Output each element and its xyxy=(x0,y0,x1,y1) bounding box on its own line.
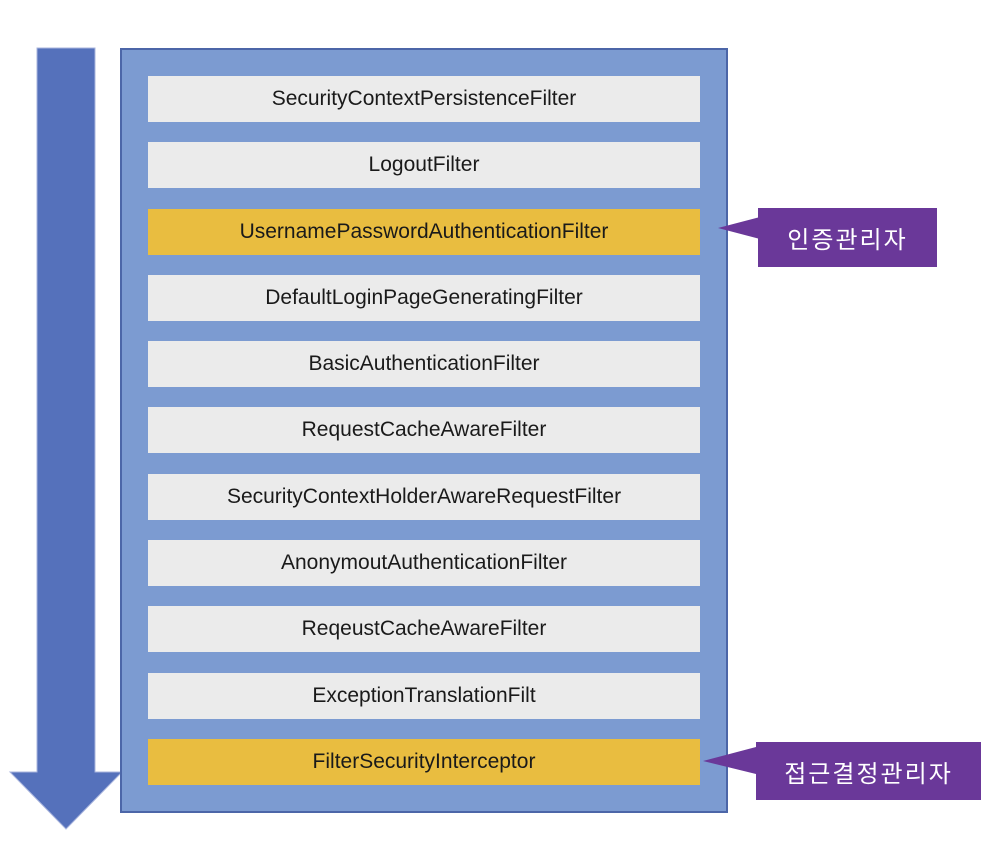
flow-down-arrow-icon xyxy=(8,47,124,830)
filter-label: SecurityContextHolderAwareRequestFilter xyxy=(226,484,622,508)
callout-pointer-auth-manager xyxy=(718,217,760,239)
callout-auth-manager: 인증관리자 xyxy=(758,208,937,267)
filter-row: SecurityContextHolderAwareRequestFilter xyxy=(148,473,700,520)
callout-auth-manager-label: 인증관리자 xyxy=(787,227,908,254)
filter-label: AnonymoutAuthenticationFilter xyxy=(281,551,567,575)
filter-label: ExceptionTranslationFilt xyxy=(312,683,536,707)
filter-label: DefaultLoginPageGeneratingFilter xyxy=(265,285,583,309)
filter-row: RequestCacheAwareFilter xyxy=(148,407,700,454)
filter-label: SecurityContextPersistenceFilter xyxy=(271,87,577,110)
filter-label: UsernamePasswordAuthenticationFilter xyxy=(239,219,609,243)
filter-label: ReqeustCacheAwareFilter xyxy=(301,617,547,641)
filter-row: UsernamePasswordAuthenticationFilter xyxy=(148,208,700,255)
callout-pointer-access-decision-manager xyxy=(703,747,756,774)
filter-row: DefaultLoginPageGeneratingFilter xyxy=(148,274,700,321)
callout-access-decision-manager-label: 접근결정관리자 xyxy=(784,760,953,788)
filter-row: AnonymoutAuthenticationFilter xyxy=(148,540,700,587)
filter-label: LogoutFilter xyxy=(368,153,480,177)
filter-row: FilterSecurityInterceptor xyxy=(148,738,700,785)
filter-label: BasicAuthenticationFilter xyxy=(308,352,540,376)
filter-row: ExceptionTranslationFilt xyxy=(148,672,700,719)
filter-chain-container: SecurityContextPersistenceFilter LogoutF… xyxy=(120,48,728,813)
callout-access-decision-manager: 접근결정관리자 xyxy=(756,742,981,800)
filter-row: SecurityContextPersistenceFilter xyxy=(148,76,700,122)
filter-row: ReqeustCacheAwareFilter xyxy=(148,606,700,653)
filter-label: RequestCacheAwareFilter xyxy=(301,418,547,442)
filter-row: BasicAuthenticationFilter xyxy=(148,341,700,388)
filter-label: FilterSecurityInterceptor xyxy=(312,749,536,773)
filter-row: LogoutFilter xyxy=(148,142,700,189)
